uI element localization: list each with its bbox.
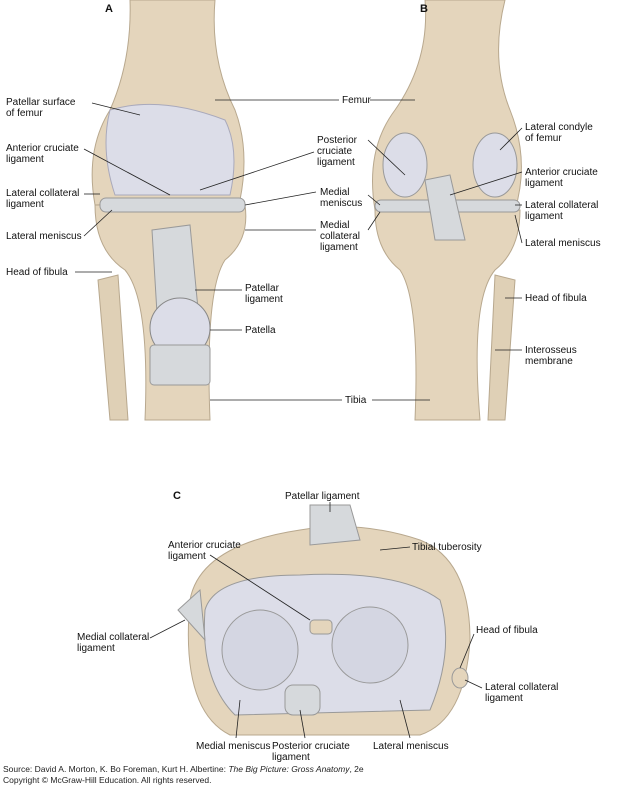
label-lateral-meniscus-a: Lateral meniscus: [6, 231, 82, 242]
label-medial-meniscus-c: Medial meniscus: [196, 741, 271, 752]
label-interosseus: Interosseus membrane: [525, 345, 577, 367]
label-patella: Patella: [245, 325, 276, 336]
panel-label-a: A: [105, 3, 113, 15]
label-femur: Femur: [342, 95, 371, 106]
label-patellar-ligament-c: Patellar ligament: [285, 491, 360, 502]
label-mcl-c: Medial collateral ligament: [77, 632, 150, 654]
label-lcl-b: Lateral collateral ligament: [525, 200, 599, 222]
panel-c-tibial-plateau: [177, 504, 471, 736]
label-acl-c: Anterior cruciate ligament: [168, 540, 241, 562]
label-mcl-a: Medial collateral ligament: [320, 220, 361, 253]
leader-lines: [75, 99, 523, 739]
copyright: Copyright © McGraw-Hill Education. All r…: [3, 775, 212, 785]
source-authors: Source: David A. Morton, K. Bo Foreman, …: [3, 764, 229, 774]
label-lcl-c: Lateral collateral ligament: [485, 682, 559, 704]
label-pcl-c: Posterior cruciate ligament: [272, 741, 350, 763]
label-lateral-meniscus-b: Lateral meniscus: [525, 238, 601, 249]
source-edition: , 2e: [349, 764, 364, 774]
source-title: The Big Picture: Gross Anatomy: [228, 764, 350, 774]
label-patellar-surface: Patellar surface of femur: [6, 97, 76, 119]
label-lateral-meniscus-c: Lateral meniscus: [373, 741, 449, 752]
label-tibia: Tibia: [345, 395, 367, 406]
label-lcl-a: Lateral collateral ligament: [6, 188, 80, 210]
label-head-fibula-a: Head of fibula: [6, 267, 68, 278]
source-credit: Source: David A. Morton, K. Bo Foreman, …: [3, 764, 364, 774]
panel-b-knee-posterior: [372, 0, 522, 421]
panel-label-b: B: [420, 3, 428, 15]
label-head-fibula-b: Head of fibula: [525, 293, 587, 304]
label-acl-b: Anterior cruciate ligament: [525, 167, 598, 189]
label-pcl-a: Posterior cruciate ligament: [317, 135, 358, 168]
panel-label-c: C: [173, 490, 181, 502]
panel-a-knee-anterior: [91, 0, 247, 421]
label-head-fibula-c: Head of fibula: [476, 625, 538, 636]
label-patellar-ligament-a: Patellar ligament: [245, 283, 283, 305]
label-lateral-condyle: Lateral condyle of femur: [525, 122, 593, 144]
label-tibial-tuberosity: Tibial tuberosity: [412, 542, 482, 553]
label-medial-meniscus-a: Medial meniscus: [320, 187, 363, 209]
label-acl-a: Anterior cruciate ligament: [6, 143, 79, 165]
